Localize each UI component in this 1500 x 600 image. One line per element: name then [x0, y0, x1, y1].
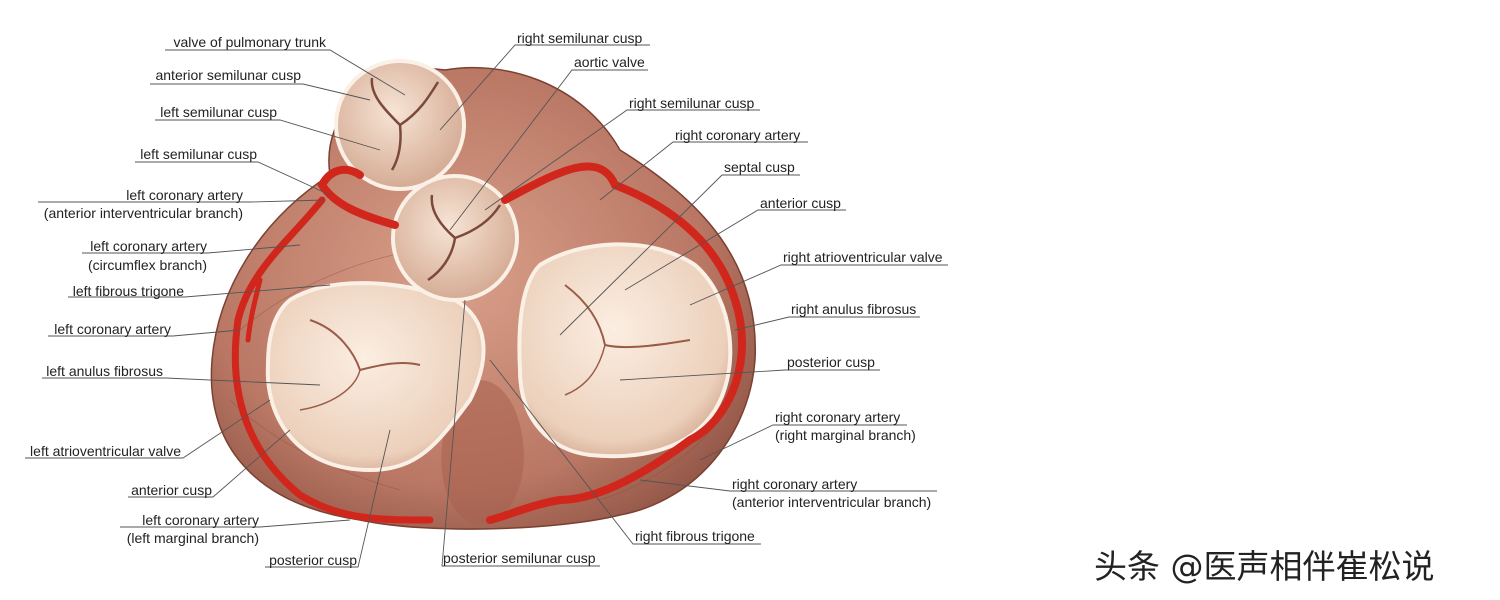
label-right-anulus-fibrosus: right anulus fibrosus [791, 301, 916, 317]
leader-lines-left [25, 49, 406, 568]
label-posterior-cusp-right: posterior cusp [787, 354, 875, 370]
label-anterior-cusp-right: anterior cusp [760, 195, 841, 211]
labels-left: valve of pulmonary trunk anterior semilu… [30, 34, 357, 568]
label-left-coronary-artery-2: left coronary artery [54, 321, 171, 337]
right-coronary-artery [486, 162, 746, 524]
label-valve-of-pulmonary-trunk: valve of pulmonary trunk [173, 34, 327, 50]
coronary-arteries [231, 162, 746, 524]
label-anterior-semilunar-cusp: anterior semilunar cusp [155, 67, 301, 83]
left-coronary-artery [317, 165, 399, 229]
label-anterior-interventricular-branch: (anterior interventricular branch) [44, 205, 243, 221]
label-anterior-interventricular-branch-right: (anterior interventricular branch) [732, 494, 931, 510]
aortic-valve [391, 174, 519, 302]
left-coronary-artery-circumflex [231, 196, 434, 524]
label-right-coronary-artery-3: right coronary artery [732, 476, 857, 492]
watermark-text: 头条 @医声相伴崔松说 [1094, 547, 1435, 586]
label-right-semilunar-cusp: right semilunar cusp [517, 30, 642, 46]
label-left-semilunar-cusp: left semilunar cusp [160, 104, 277, 120]
label-anterior-cusp-left: anterior cusp [131, 482, 212, 498]
label-posterior-semilunar-cusp: posterior semilunar cusp [443, 550, 596, 566]
label-left-fibrous-trigone: left fibrous trigone [73, 283, 184, 299]
label-left-marginal-branch: (left marginal branch) [127, 530, 259, 546]
leader-lines-right [439, 44, 948, 567]
label-right-fibrous-trigone: right fibrous trigone [635, 528, 755, 544]
label-left-semilunar-cusp-2: left semilunar cusp [140, 146, 257, 162]
label-left-anulus-fibrosus: left anulus fibrosus [46, 363, 163, 379]
label-circumflex-branch: (circumflex branch) [88, 257, 207, 273]
right-atrioventricular-valve [517, 242, 733, 459]
label-right-semilunar-cusp-2: right semilunar cusp [629, 95, 754, 111]
label-aortic-valve: aortic valve [574, 54, 645, 70]
left-atrioventricular-valve [265, 281, 486, 473]
label-left-coronary-artery-3: left coronary artery [142, 512, 259, 528]
label-right-coronary-artery: right coronary artery [675, 127, 800, 143]
pulmonary-valve [334, 59, 466, 191]
label-posterior-cusp-left: posterior cusp [269, 552, 357, 568]
label-right-marginal-branch: (right marginal branch) [775, 427, 916, 443]
label-left-coronary-artery: left coronary artery [126, 187, 243, 203]
label-left-coronary-artery-circumflex: left coronary artery [90, 238, 207, 254]
label-septal-cusp: septal cusp [724, 159, 795, 175]
label-right-coronary-artery-2: right coronary artery [775, 409, 900, 425]
label-left-atrioventricular-valve: left atrioventricular valve [30, 443, 181, 459]
labels-right: right semilunar cusp aortic valve right … [443, 30, 943, 566]
label-right-atrioventricular-valve: right atrioventricular valve [783, 249, 943, 265]
